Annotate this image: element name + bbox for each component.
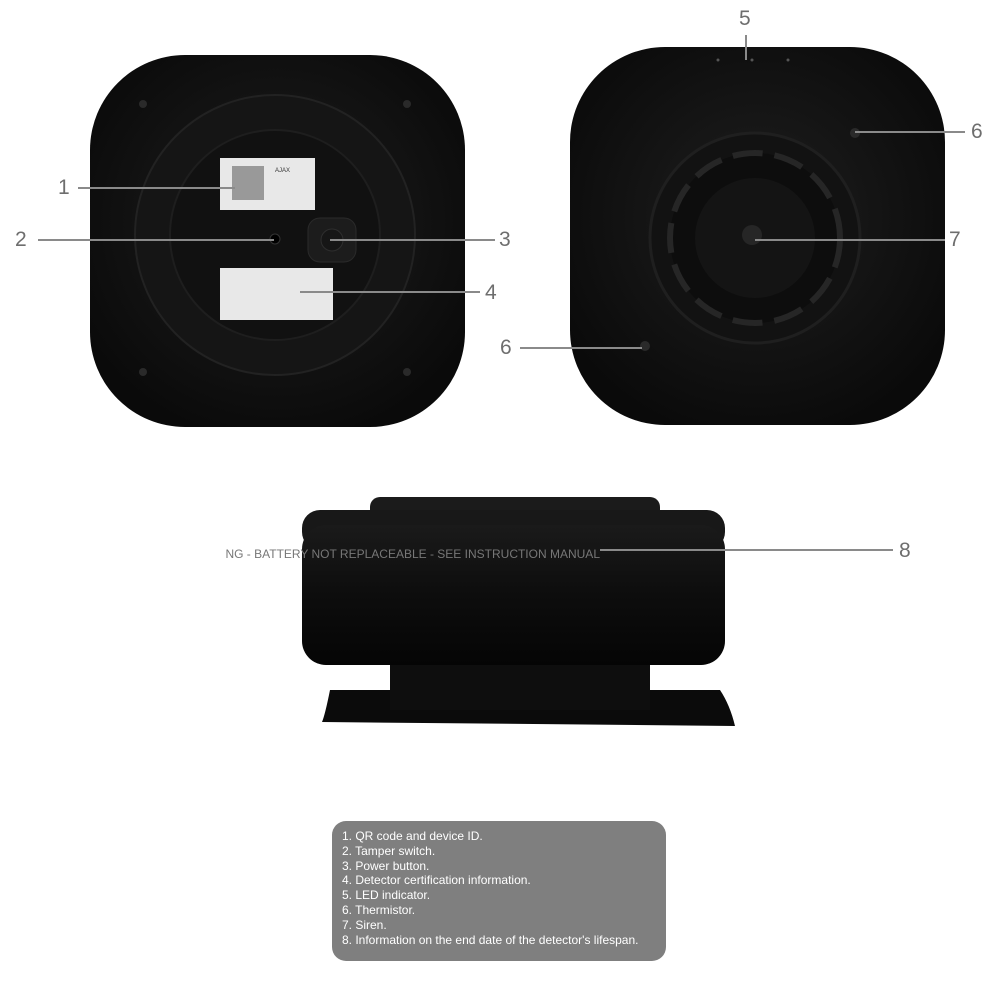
svg-text:AJAX: AJAX: [275, 168, 290, 174]
callout-line-2: [38, 239, 274, 241]
siren: [742, 225, 762, 245]
callout-line-6-bottom: [520, 347, 642, 349]
callout-line-5: [745, 35, 747, 60]
callout-line-7: [755, 239, 945, 241]
legend-item: 7. Siren.: [342, 917, 387, 932]
callout-line-1: [78, 187, 235, 189]
legend-item: 3. Power button.: [342, 858, 430, 873]
front-view-device: [570, 47, 945, 425]
callout-line-8: [600, 549, 893, 551]
side-view-device: NG - BATTERY NOT REPLACEABLE - SEE INSTR…: [225, 497, 735, 726]
led-indicator: [750, 58, 754, 62]
callout-6-bottom: 6: [500, 336, 512, 359]
callout-line-6-top: [855, 131, 965, 133]
legend-item: 1. QR code and device ID.: [342, 829, 483, 843]
thermistor-bottom: [640, 341, 650, 351]
back-view-device: AJAX: [90, 55, 465, 427]
callout-5: 5: [739, 7, 751, 30]
battery-warning-marking: NG - BATTERY NOT REPLACEABLE - SEE INSTR…: [225, 547, 600, 561]
legend-item: 2. Tamper switch.: [342, 843, 436, 858]
callout-line-3: [330, 239, 495, 241]
callout-4: 4: [485, 281, 497, 304]
legend-box: 1. QR code and device ID. 2. Tamper swit…: [332, 821, 666, 961]
legend-item: 8. Information on the end date of the de…: [342, 932, 639, 947]
legend-item: 5. LED indicator.: [342, 888, 431, 903]
callout-line-4: [300, 291, 480, 293]
legend-item: 6. Thermistor.: [342, 902, 416, 917]
thermistor-top: [850, 128, 860, 138]
callout-3: 3: [499, 228, 511, 251]
qr-code: [232, 166, 264, 200]
callout-8: 8: [899, 539, 911, 562]
certification-label: [220, 268, 333, 320]
legend-item: 4. Detector certification information.: [342, 873, 531, 888]
callout-6-top: 6: [971, 120, 983, 143]
callout-2: 2: [15, 228, 27, 251]
callout-1: 1: [58, 176, 70, 199]
callout-7: 7: [949, 228, 961, 251]
